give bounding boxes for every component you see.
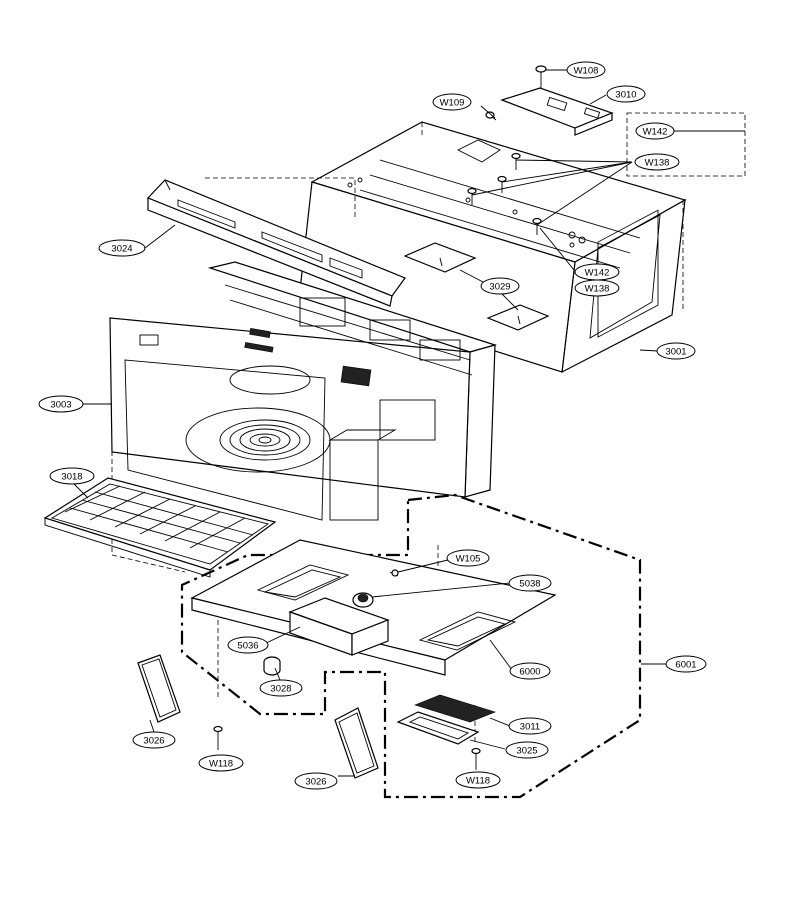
callout-w142-mid: W142 [574,263,620,281]
control-panel-3024 [146,179,406,307]
label-3018: 3018 [61,472,82,483]
label-w108: W108 [574,66,599,77]
label-5038: 5038 [519,579,540,590]
grease-filter-3026-left [137,654,181,723]
oven-rack-3018 [43,477,277,578]
screws-w138 [467,152,542,235]
base-plate-6000 [190,539,557,676]
oven-cavity-3003 [109,261,498,521]
label-w105: W105 [456,554,481,565]
callout-3010: 3010 [606,85,646,103]
label-3010: 3010 [615,90,636,101]
callout-3024: 3024 [98,239,146,257]
label-w138-mid: W138 [585,284,610,295]
bracket-3025 [396,711,480,745]
label-3028: 3028 [270,684,291,695]
callout-3029: 3029 [480,277,520,295]
grease-filter-3026-right [334,707,379,779]
label-3026-right: 3026 [305,777,326,788]
callout-6000: 6000 [509,662,551,680]
part-3028 [263,656,281,676]
label-5036: 5036 [237,641,258,652]
screw-w118-left [213,725,223,750]
label-w109: W109 [440,98,465,109]
callout-w118-right: W118 [455,771,501,789]
callout-5036: 5036 [227,636,269,654]
bracket-3029 [403,242,550,331]
callout-5038: 5038 [508,574,552,592]
callout-w108: W108 [566,61,606,79]
callout-w138-mid: W138 [574,279,620,297]
screw-w108 [535,65,547,88]
label-w138-top: W138 [645,158,670,169]
label-3025: 3025 [516,746,537,757]
callout-w142-top: W142 [635,122,675,140]
label-w142-mid: W142 [585,268,610,279]
screw-w109 [485,111,497,121]
label-3024: 3024 [111,244,132,255]
screw-w118-right [471,747,481,770]
callout-3026-left: 3026 [132,731,176,749]
part-3011 [414,694,496,723]
label-6001: 6001 [675,660,696,671]
assembly-6001-outline [180,493,642,799]
callout-w138-top: W138 [634,153,680,171]
callout-w105: W105 [446,549,490,567]
label-3026-left: 3026 [143,736,164,747]
label-3029: 3029 [489,282,510,293]
label-3001: 3001 [665,347,686,358]
label-3003: 3003 [50,400,71,411]
label-w118-left: W118 [209,759,233,770]
plate-3010 [500,87,614,136]
callout-3018: 3018 [49,467,95,485]
callout-3025: 3025 [505,741,549,759]
label-6000: 6000 [519,667,540,678]
callout-3011: 3011 [508,717,552,735]
callout-3001: 3001 [656,342,696,360]
callout-w109: W109 [432,93,472,111]
label-w142-top: W142 [643,127,668,138]
label-w118-right: W118 [466,776,490,787]
callout-6001: 6001 [665,655,707,673]
callout-3003: 3003 [38,395,84,413]
label-3011: 3011 [520,722,540,733]
callout-3026-right: 3026 [294,772,338,790]
callout-3028: 3028 [259,679,303,697]
callout-w118-left: W118 [198,754,244,772]
w142-bracket-outline [626,112,746,177]
